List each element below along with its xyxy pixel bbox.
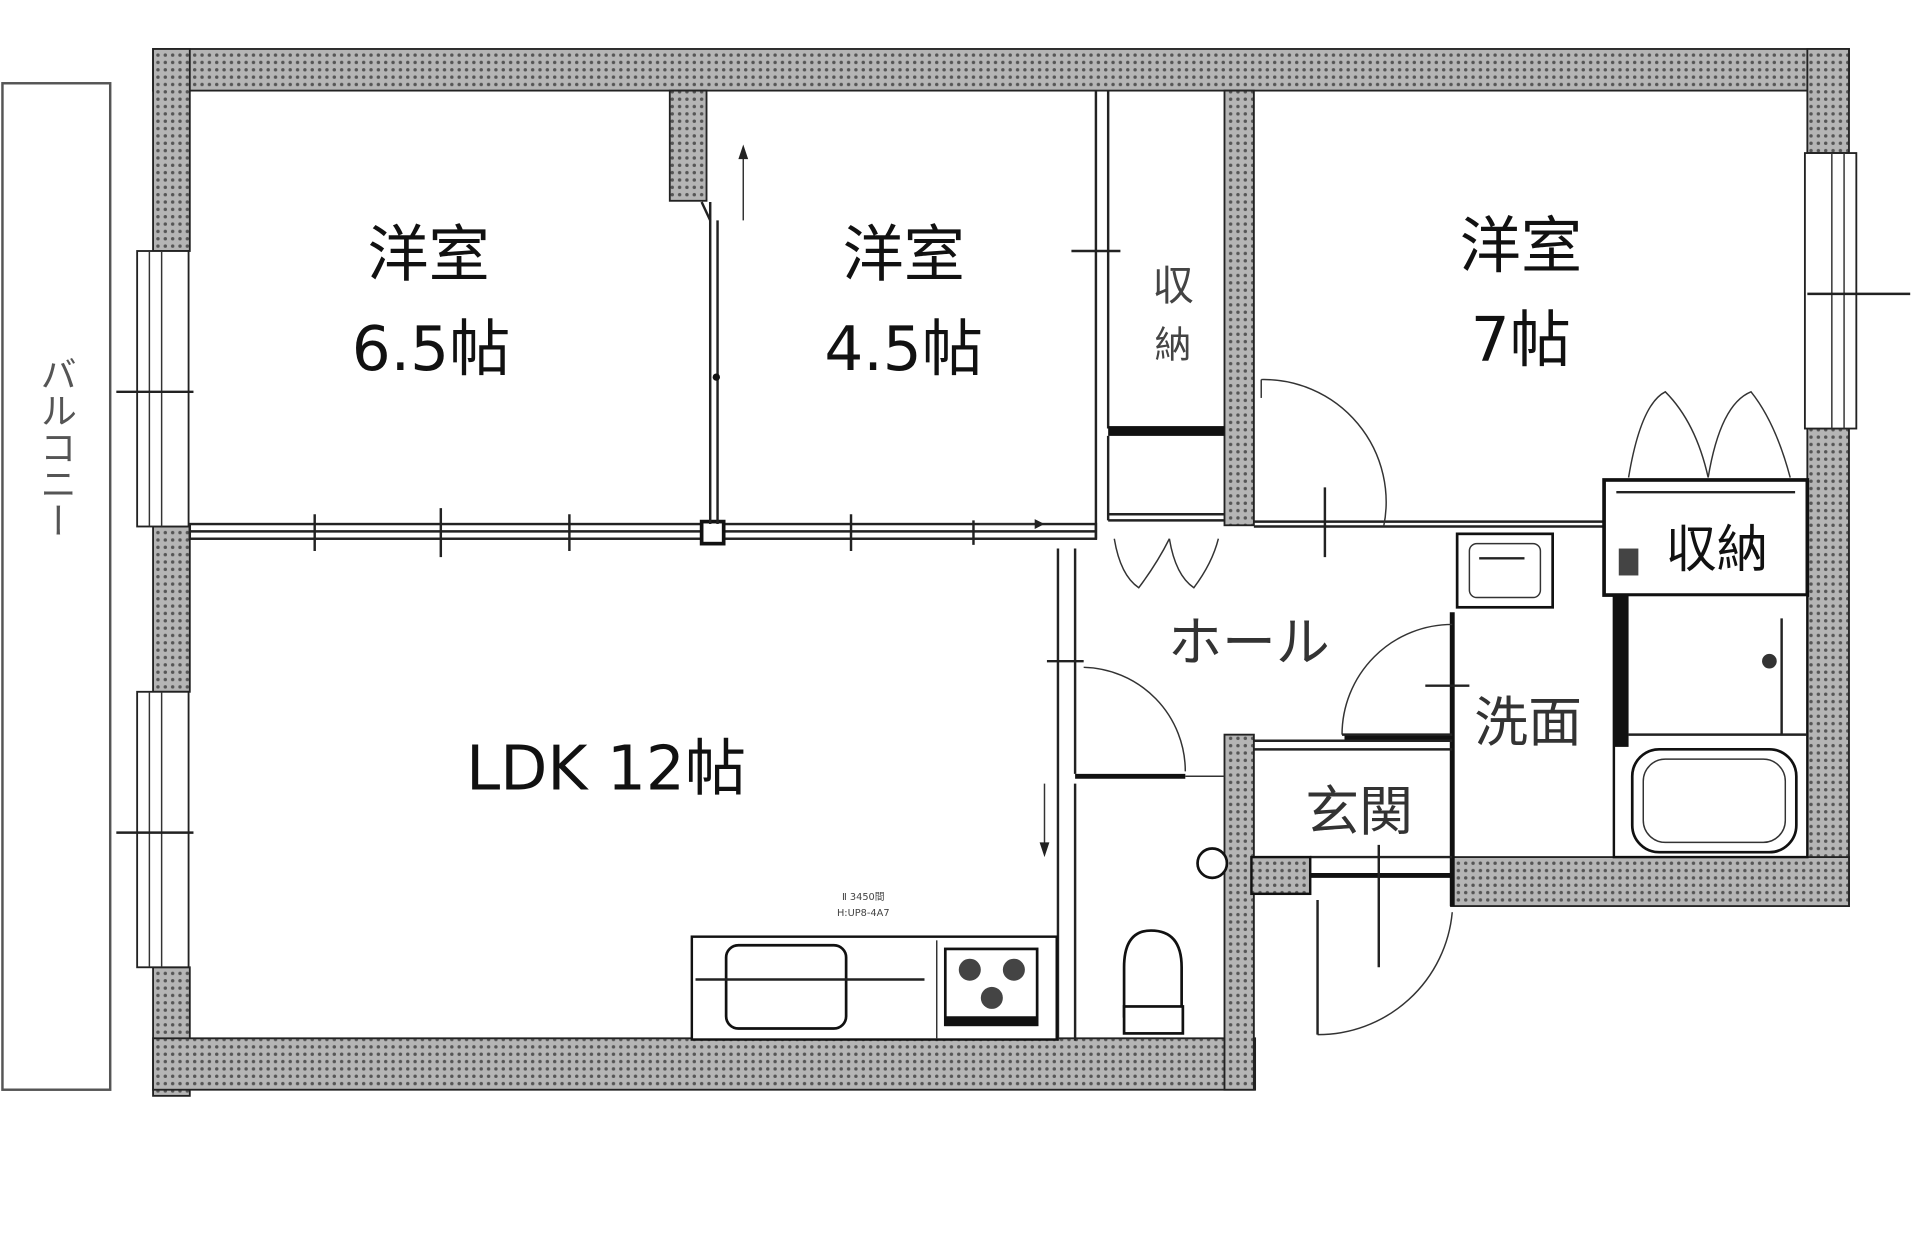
door-swings (1083, 378, 1791, 1036)
closet-1-label-top: 収 (1152, 261, 1194, 310)
room-name-hall: ホール (1168, 611, 1330, 674)
room-name-ldk: LDK 12帖 (466, 734, 746, 805)
balcony: バルコニー (1, 82, 112, 1091)
toilet (1122, 847, 1229, 1035)
closet-1-label-bottom: 納 (1155, 324, 1192, 367)
kitchen-counter: Ⅱ 3450間 H:UP8-4A7 (690, 891, 1058, 1041)
balcony-label: バルコニー (34, 355, 77, 539)
interior-walls (188, 90, 1810, 1041)
room-size-western-3: 7帖 (1471, 305, 1571, 376)
room-size-western-1: 6.5帖 (352, 314, 511, 385)
kitchen-note-line1: Ⅱ 3450間 (842, 891, 885, 903)
room-name-western-3: 洋室 (1460, 211, 1582, 282)
window-left-upper (116, 250, 194, 528)
room-size-western-2: 4.5帖 (824, 314, 983, 385)
room-name-entrance: 玄関 (1305, 780, 1413, 843)
closet-2-label: 収納 (1665, 520, 1768, 580)
room-name-washroom: 洗面 (1474, 691, 1582, 754)
kitchen-note-line2: H:UP8-4A7 (837, 908, 890, 919)
window-left-lower (116, 690, 194, 969)
window-right (1803, 152, 1911, 430)
exterior-walls (152, 48, 1850, 1097)
room-name-western-2: 洋室 (842, 219, 964, 290)
room-name-western-1: 洋室 (367, 219, 489, 290)
